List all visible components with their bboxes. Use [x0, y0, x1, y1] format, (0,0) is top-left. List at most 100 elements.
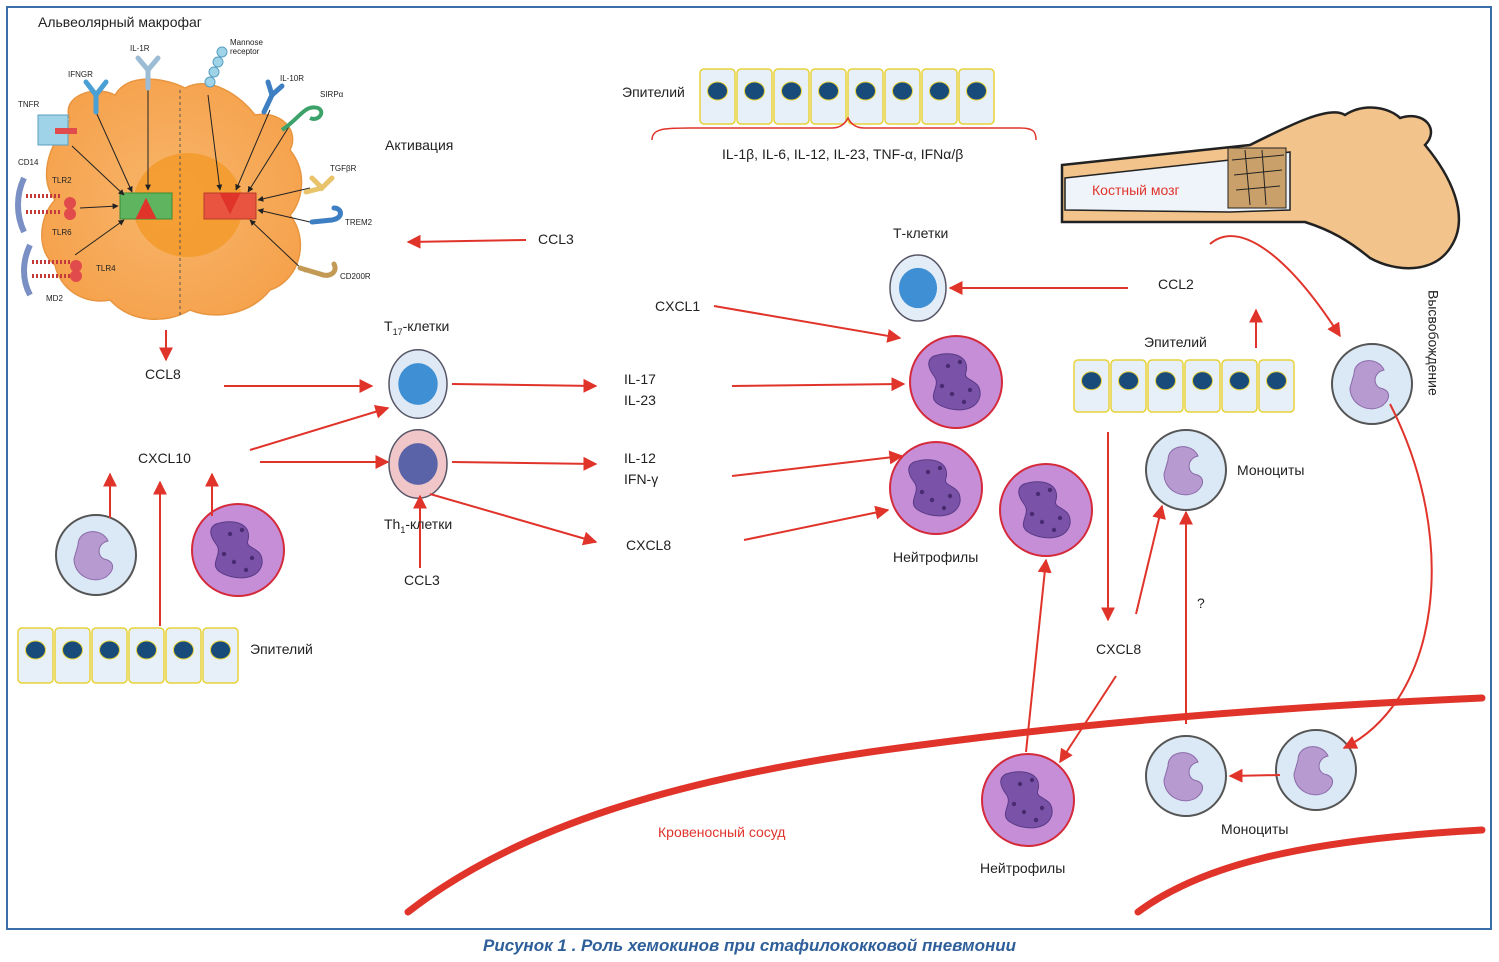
arrow: [406, 234, 527, 249]
alveolar-macrophage: [15, 46, 343, 321]
epithelial-cell: [1073, 359, 1110, 413]
bone: [1060, 106, 1461, 270]
macrophage-label: Альвеолярный макрофаг: [38, 14, 202, 30]
il23-label: IL-23: [624, 392, 656, 408]
epithelium-top: [699, 68, 995, 125]
epithelium-left-label: Эпителий: [250, 641, 313, 657]
cd200r-receptor: [297, 261, 338, 278]
cxcl8-mid-label: CXCL8: [626, 537, 672, 553]
mannose-label-1: Mannose: [230, 38, 263, 47]
epithelium-left: [17, 627, 239, 684]
th1-cells-label: Th1-клетки: [384, 516, 453, 535]
il10r-receptor: [261, 79, 285, 115]
epithelium-top-label: Эпителий: [622, 84, 685, 100]
figure-caption: Рисунок 1 . Роль хемокинов при стафилоко…: [483, 936, 1016, 955]
activation-label: Активация: [385, 137, 454, 153]
cd200r-label: CD200R: [340, 272, 371, 281]
ifn-gamma-label: IFN-γ: [624, 471, 659, 487]
epithelial-cell: [773, 68, 810, 125]
cd14-label: CD14: [18, 158, 39, 167]
monocytes-bottom-label: Моноциты: [1221, 821, 1289, 837]
blood-vessel: [404, 694, 1486, 916]
epithelial-cell: [736, 68, 773, 125]
tlr2-tlr6-receptor: [15, 176, 76, 234]
arrow: [1135, 504, 1166, 615]
arrow: [1228, 768, 1281, 783]
epithelium-brace: [651, 116, 1037, 141]
monocyte: [55, 514, 137, 596]
tlr4-label: TLR4: [96, 264, 116, 273]
sirpa-label: SIRPα: [320, 90, 344, 99]
epithelial-cell: [165, 627, 202, 684]
monocyte: [1145, 735, 1227, 817]
epithelial-cell: [921, 68, 958, 125]
neutrophil: [981, 753, 1075, 847]
tnfr-receptor: [37, 114, 77, 146]
neutrophils-bottom-label: Нейтрофилы: [980, 860, 1066, 876]
epithelial-cell: [54, 627, 91, 684]
blood-vessel-label: Кровеносный сосуд: [658, 824, 786, 840]
epithelial-cell: [1221, 359, 1258, 413]
epithelial-cell: [847, 68, 884, 125]
epithelium-right-label: Эпителий: [1144, 334, 1207, 350]
tlr4-md2-receptor: [21, 243, 82, 297]
question-label: ?: [1197, 595, 1205, 611]
neutrophil: [191, 503, 285, 597]
neutrophils-mid-label: Нейтрофилы: [893, 549, 979, 565]
ccl2-label: CCL2: [1158, 276, 1194, 292]
arrow: [713, 305, 902, 343]
cytokines-label: IL-1β, IL-6, IL-12, IL-23, TNF-α, IFNα/β: [722, 146, 964, 162]
ifngr-receptor: [83, 79, 109, 115]
arrow: [451, 378, 598, 393]
il17-label: IL-17: [624, 371, 656, 387]
il10r-label: IL-10R: [280, 74, 305, 83]
tlr2-label: TLR2: [52, 176, 72, 185]
monocytes-right-label: Моноциты: [1237, 462, 1305, 478]
figure-frame: [6, 6, 1492, 930]
ccl3-top-label: CCL3: [538, 231, 574, 247]
macrophage-nucleus: [133, 153, 243, 257]
tgfbr-label: TGFβR: [330, 164, 357, 173]
arrow: [1025, 558, 1052, 753]
mannose-receptor: [204, 46, 228, 88]
epithelial-cell: [1147, 359, 1184, 413]
epithelial-cell: [1184, 359, 1221, 413]
t-cells-label: Т-клетки: [893, 225, 949, 241]
tlr6-label: TLR6: [52, 228, 72, 237]
epithelial-cell: [91, 627, 128, 684]
arrow: [731, 450, 904, 477]
epithelium-right: [1073, 359, 1295, 413]
cxcl1-label: CXCL1: [655, 298, 701, 314]
bone-marrow-label: Костный мозг: [1092, 182, 1180, 198]
epithelial-cell: [958, 68, 995, 125]
il12-label: IL-12: [624, 450, 656, 466]
t17-cell: [388, 349, 448, 419]
ccl8-label: CCL8: [145, 366, 181, 382]
ccl3-bottom-label: CCL3: [404, 572, 440, 588]
arrow: [731, 377, 906, 392]
t17-cells-label: T17-клетки: [384, 318, 450, 337]
il1r-receptor: [135, 55, 161, 91]
arrow: [1342, 403, 1433, 749]
epithelial-cell: [128, 627, 165, 684]
epithelial-cell: [1258, 359, 1295, 413]
epithelial-cell: [810, 68, 847, 125]
monocyte: [1145, 429, 1227, 511]
arrow: [1209, 235, 1341, 338]
trem2-receptor: [309, 205, 343, 225]
epithelial-cell: [202, 627, 239, 684]
epithelial-cell: [884, 68, 921, 125]
mannose-label-2: receptor: [230, 47, 260, 56]
arrow: [249, 404, 390, 451]
t-cell: [889, 254, 947, 322]
md2-label: MD2: [46, 294, 63, 303]
arrow: [451, 456, 598, 471]
neutrophil: [909, 335, 1003, 429]
ifngr-label: IFNGR: [68, 70, 93, 79]
th1-cell: [388, 429, 448, 499]
monocyte: [1331, 343, 1413, 425]
tnfr-label: TNFR: [18, 100, 40, 109]
arrow: [429, 493, 598, 546]
arrow: [1059, 675, 1117, 764]
